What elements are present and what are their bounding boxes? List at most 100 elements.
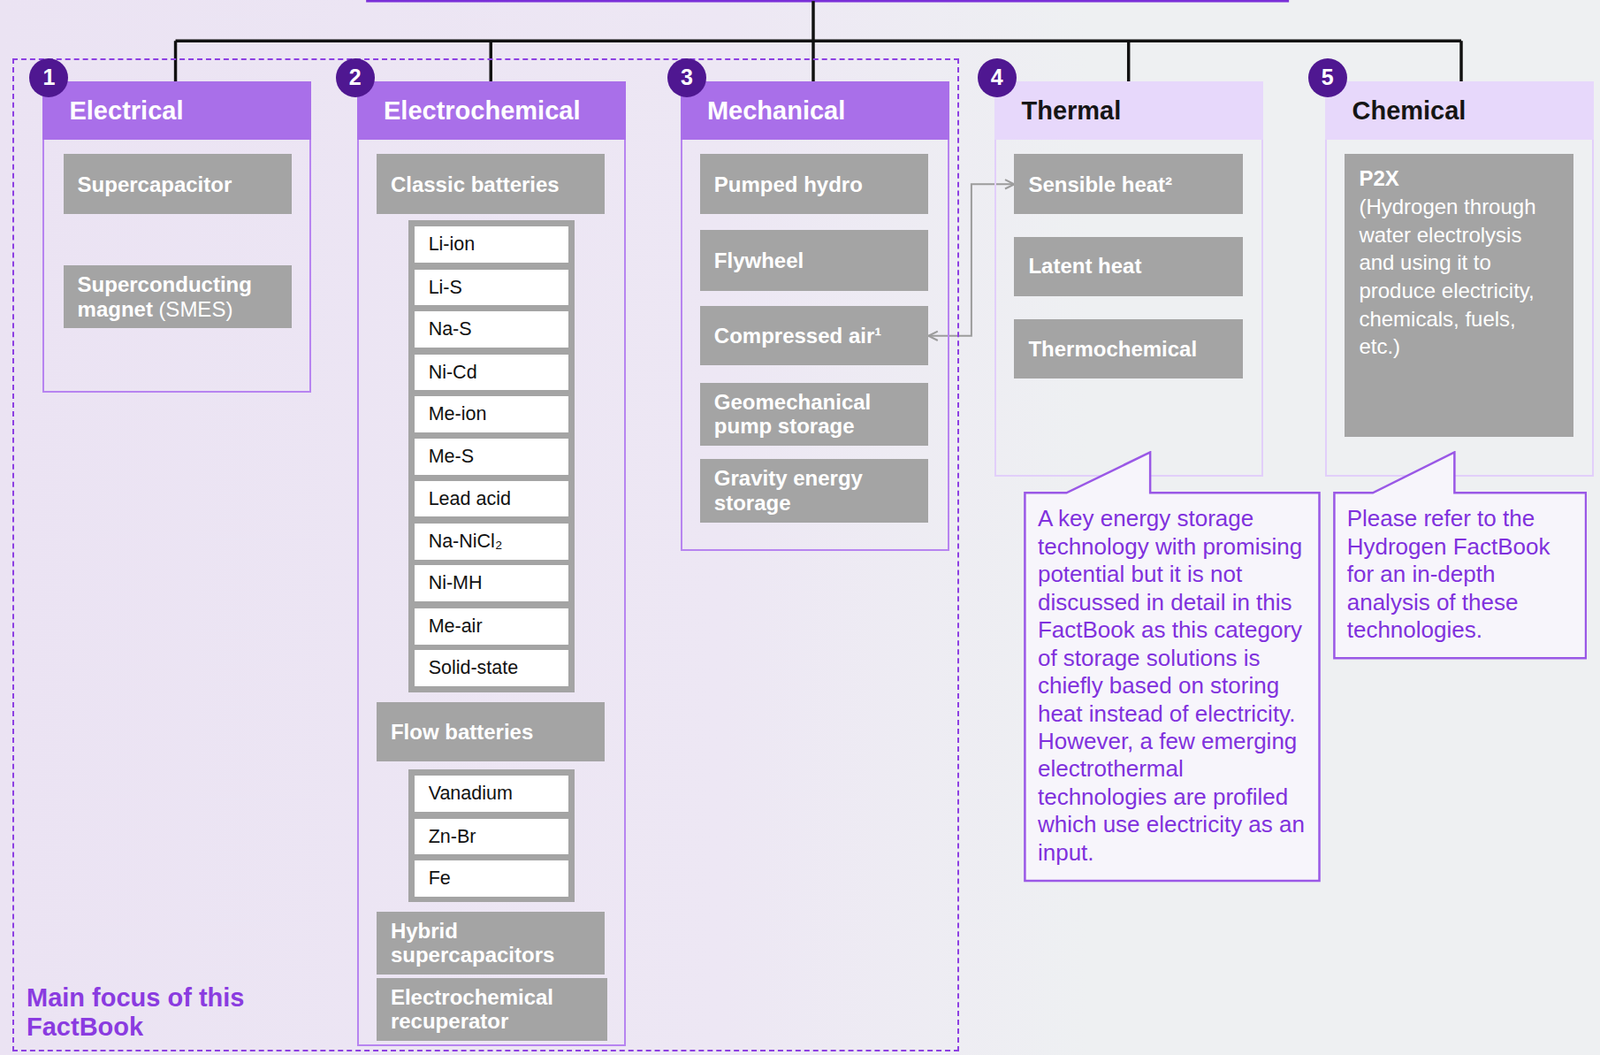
callout-number: 2	[335, 58, 375, 98]
technology-name: Geomechanical pump storage	[714, 389, 871, 439]
technology-name: Hybrid supercapacitors	[390, 918, 555, 968]
technology-description: (Hydrogen through water electrolysis and…	[1358, 192, 1560, 361]
technology-box: Flywheel	[700, 229, 930, 291]
technology-name: Thermochemical	[1028, 336, 1197, 361]
technology-box: Flow batteries	[376, 701, 606, 762]
chemistry-box: Li-ion	[414, 226, 569, 263]
text-group: Pumped hydro	[714, 172, 863, 198]
chemistry-box: Na-S	[414, 311, 569, 348]
technology-box: Superconducting magnet(SMES)	[63, 265, 293, 328]
chemistry-name: Ni-MH	[428, 571, 483, 594]
callout-number: 3	[667, 58, 707, 98]
chemistry-box: Fe	[414, 860, 569, 897]
category-box: ChemicalP2X(Hydrogen through water elect…	[1325, 81, 1594, 477]
category-title: Thermal	[1020, 96, 1121, 126]
text-group: Solid-state	[428, 656, 519, 679]
chemistry-box: Me-ion	[414, 396, 569, 433]
callout-shape	[1024, 452, 1319, 882]
technology-box: Geomechanical pump storage	[700, 382, 930, 446]
technology-box: Sensible heat²	[1013, 153, 1243, 214]
chemistry-box: Zn-Br	[414, 818, 569, 855]
callout-number: 5	[1308, 58, 1348, 98]
text-group: Na-S	[428, 318, 473, 341]
category-title: Mechanical	[707, 96, 846, 126]
text-group: Vanadium	[428, 782, 513, 805]
focus-region: Main focus of this FactBook ElectricalSup…	[12, 58, 960, 1052]
callout-text: A key energy storage technology with pro…	[1037, 504, 1313, 867]
callout-text-holder: A key energy storage technology with pro…	[1037, 504, 1313, 867]
technology-name: Latent heat	[1028, 253, 1142, 278]
chemistry-name: Li-S	[428, 276, 463, 298]
chemistry-name: Li-ion	[428, 233, 476, 255]
technology-name: (SMES)	[158, 297, 233, 321]
text-group: Supercapacitor	[77, 172, 233, 198]
category-box: ThermalSensible heat² Latent heatThermoch…	[994, 81, 1264, 477]
technology-box: Pumped hydro	[700, 153, 930, 214]
technology-name: Sensible heat²	[1028, 172, 1173, 197]
technology-box: Compressed air¹	[700, 305, 930, 366]
text-group: Zn-Br	[428, 825, 477, 848]
technology-box: Classic batteries	[376, 153, 606, 214]
text-group: Superconducting magnet(SMES)	[77, 272, 279, 321]
callout-number-text: 1	[42, 64, 55, 91]
text-group: Me-ion	[428, 403, 488, 426]
text-group: Li-ion	[428, 233, 476, 256]
technology-box: Gravity energy storage	[700, 458, 930, 522]
root-box	[367, 0, 1288, 1]
technology-name: Classic batteries	[390, 172, 560, 197]
callout-note: Please refer to the Hydrogen FactBook fo…	[1333, 450, 1587, 660]
callout-number: 1	[29, 58, 69, 98]
text-group: Ni-Cd	[428, 361, 478, 384]
chemistry-name: Me-air	[428, 615, 483, 637]
chemistry-box: Lead acid	[414, 480, 569, 518]
callout-note: A key energy storage technology with pro…	[1023, 450, 1321, 882]
category-title: Electrochemical	[383, 96, 580, 126]
chemistry-box: Na-NiCl₂	[414, 523, 569, 560]
connector-arrow	[928, 183, 1014, 336]
region-label: Main focus of this FactBook	[26, 982, 292, 1043]
chemistry-name: Me-ion	[428, 403, 488, 425]
chemistry-name: Fe	[428, 867, 451, 889]
technology-name: Flywheel	[714, 248, 804, 273]
chemistry-name: Na-NiCl₂	[428, 530, 503, 552]
text-group: Latent heat	[1028, 253, 1142, 279]
text-group: Electrochemical recuperator	[390, 984, 594, 1034]
technology-name: Gravity energy storage	[714, 465, 863, 515]
chemistry-box: Ni-MH	[414, 564, 569, 602]
text-group: Na-NiCl₂	[428, 530, 503, 553]
chemistry-box: Solid-state	[414, 649, 569, 686]
chemistry-name: Lead acid	[428, 487, 511, 510]
technology-box: P2X(Hydrogen through water electrolysis …	[1344, 153, 1574, 437]
text-group: P2X(Hydrogen through water electrolysis …	[1358, 164, 1560, 361]
text-group: Gravity energy storage	[714, 465, 915, 515]
category-title: Electrical	[68, 96, 183, 126]
chemistry-box: Me-S	[414, 438, 569, 475]
chemistry-name: Na-S	[428, 318, 473, 340]
category-box: ElectricalSupercapacitorSuperconducting …	[42, 81, 312, 393]
text-group: Me-S	[428, 445, 474, 468]
callout-number-text: 4	[990, 64, 1004, 91]
text-group: Hybrid supercapacitors	[390, 918, 592, 968]
text-group: Li-S	[428, 276, 463, 299]
text-group: Compressed air¹	[714, 323, 882, 349]
category-title: Chemical	[1351, 96, 1466, 126]
callout-text: Please refer to the Hydrogen FactBook fo…	[1347, 504, 1579, 644]
text-group: Me-air	[428, 615, 483, 638]
chemistry-name: Solid-state	[428, 656, 519, 679]
technology-name: Compressed air¹	[714, 323, 882, 348]
text-group: Lead acid	[428, 487, 511, 511]
header-band: Electrical	[42, 81, 312, 140]
technology-box: Supercapacitor	[63, 153, 293, 214]
technology-name: P2X	[1358, 164, 1560, 193]
callout-number-text: 2	[349, 64, 362, 91]
chemistry-name: Me-S	[428, 445, 474, 467]
text-group: Thermochemical	[1028, 336, 1197, 362]
category-box: MechanicalPumped hydroFlywheelCompressed…	[680, 81, 950, 551]
text-group: Classic batteries	[390, 172, 560, 198]
text-group: Ni-MH	[428, 571, 483, 595]
region-label-holder: Main focus of this FactBook	[26, 982, 292, 1043]
text-group: Flywheel	[714, 248, 804, 274]
text-group: Geomechanical pump storage	[714, 389, 915, 439]
technology-name: Pumped hydro	[714, 172, 863, 197]
